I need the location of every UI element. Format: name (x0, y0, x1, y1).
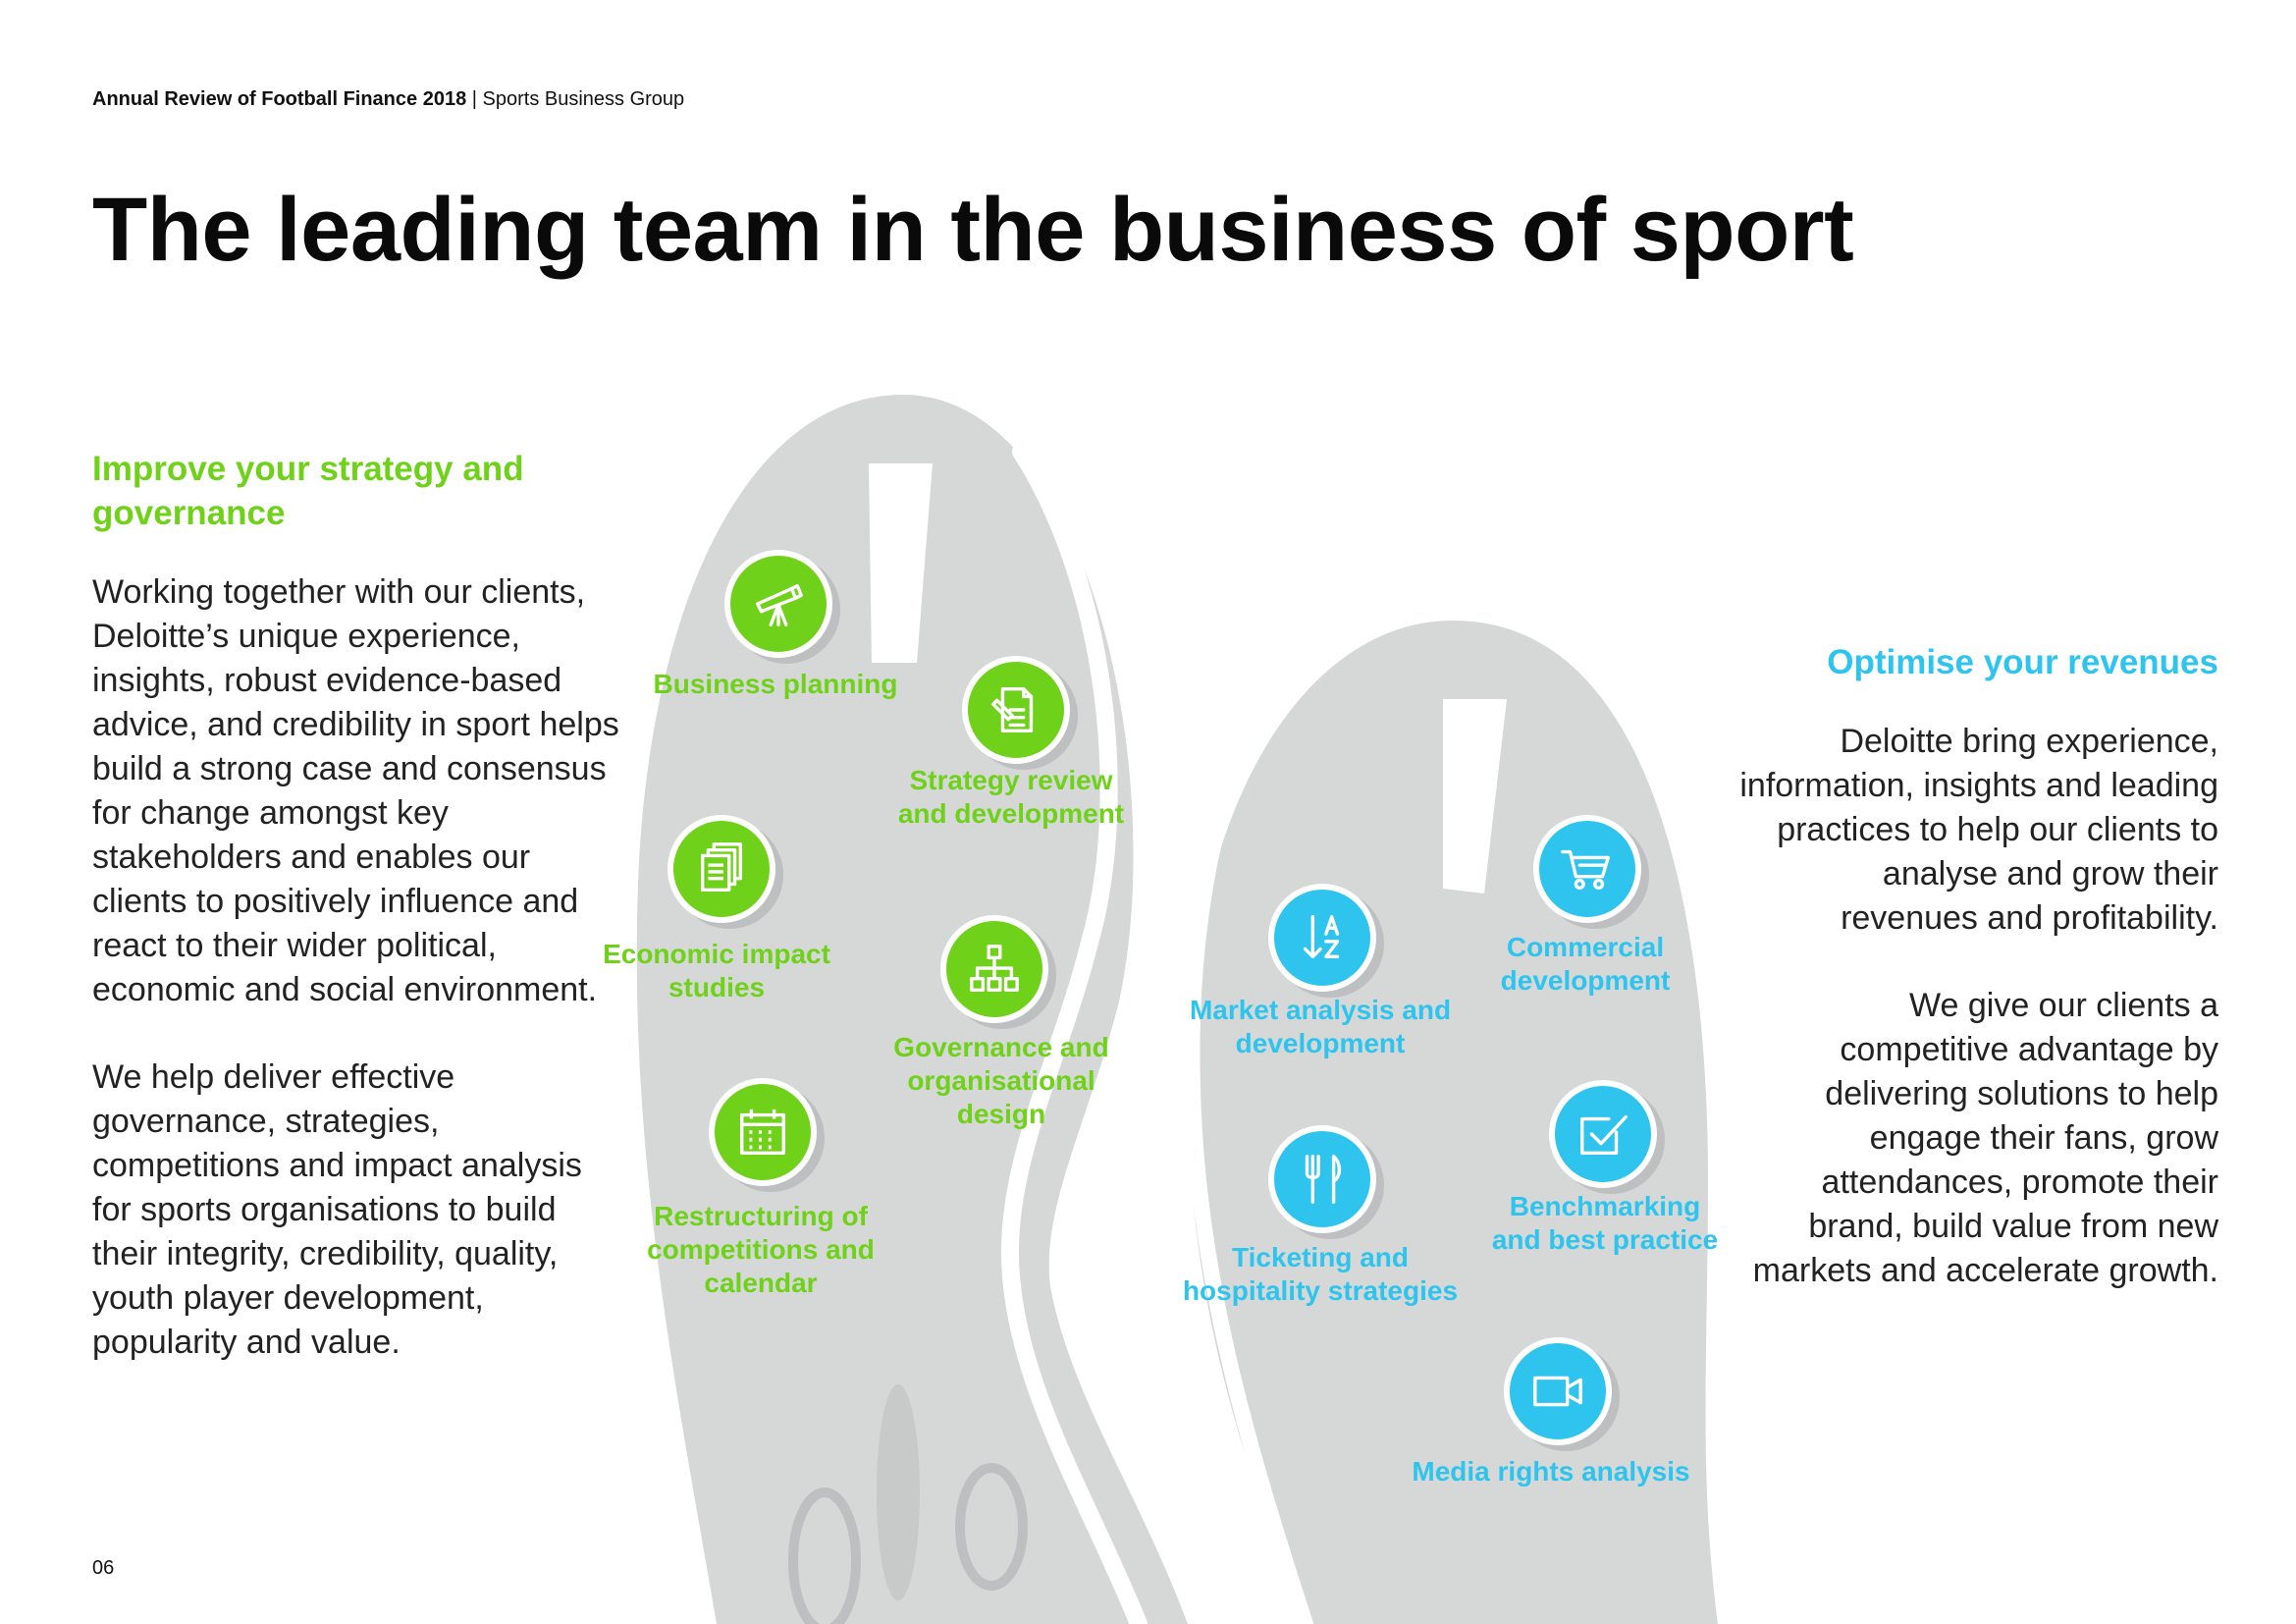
strategy-governance-section: Improve your strategy and governance Wor… (92, 447, 622, 1408)
media-rights-label: Media rights analysis (1412, 1456, 1690, 1487)
checkbox-icon (1549, 1080, 1657, 1188)
strategy-review-label: Strategy review and development (897, 765, 1125, 829)
commercial-label: Commercial development (1500, 932, 1671, 996)
sort-az-icon (1268, 884, 1376, 992)
business-planning-label: Business planning (653, 669, 898, 699)
restructuring-label: Restructuring of competitions and calend… (647, 1201, 875, 1298)
page-number: 06 (92, 1557, 115, 1579)
benchmarking-label: Benchmarking and best practice (1491, 1191, 1719, 1255)
calendar-icon (709, 1078, 817, 1186)
report-title: Annual Review of Football Finance 2018 (92, 88, 467, 110)
video-camera-icon (1504, 1337, 1612, 1445)
economic-impact-label: Economic impact studies (603, 939, 830, 1002)
group-name: Sports Business Group (482, 88, 685, 110)
page-title: The leading team in the business of spor… (92, 180, 1854, 280)
left-boot-sole (636, 395, 1188, 1624)
optimise-revenues-heading: Optimise your revenues (1827, 643, 2218, 681)
strategy-governance-heading: Improve your strategy and governance (92, 450, 524, 532)
running-header: Annual Review of Football Finance 2018 |… (92, 88, 684, 111)
revenues-paragraph-2: We give our clients a competitive advant… (1752, 987, 2218, 1289)
fork-knife-icon (1268, 1125, 1376, 1233)
documents-stack-icon (667, 815, 775, 923)
shopping-cart-icon (1533, 815, 1641, 923)
ticketing-label: Ticketing and hospitality strategies (1182, 1242, 1459, 1306)
strategy-paragraph-1: Working together with our clients, Deloi… (92, 573, 619, 1008)
governance-label: Governance and organisational design (893, 1032, 1109, 1129)
telescope-icon (724, 550, 832, 658)
org-chart-icon (940, 915, 1048, 1023)
strategy-paragraph-2: We help deliver effective governance, st… (92, 1058, 582, 1361)
document-edit-icon (962, 656, 1070, 764)
revenues-paragraph-1: Deloitte bring experience, information, … (1739, 723, 2218, 937)
header-separator: | (466, 88, 483, 110)
optimise-revenues-section: Optimise your revenues Deloitte bring ex… (1737, 640, 2218, 1336)
market-analysis-label: Market analysis and development (1189, 995, 1452, 1058)
